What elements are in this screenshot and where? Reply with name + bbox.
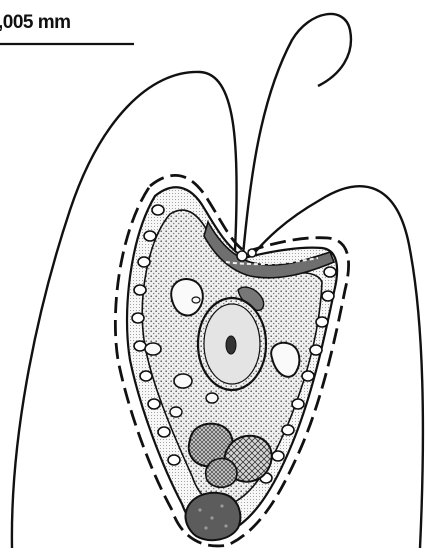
inclusion-body	[206, 459, 237, 488]
vacuole	[192, 297, 200, 303]
vacuole	[206, 393, 218, 403]
basal-body	[237, 251, 247, 261]
vacuole	[170, 407, 182, 417]
scale-bar-label: ,005 mm	[0, 12, 71, 34]
nucleolus	[226, 336, 236, 354]
vacuole	[174, 374, 192, 388]
central-flagellum	[243, 14, 351, 255]
posterior-granule	[185, 493, 240, 540]
basal-body	[248, 249, 256, 257]
vacuole	[145, 343, 161, 355]
